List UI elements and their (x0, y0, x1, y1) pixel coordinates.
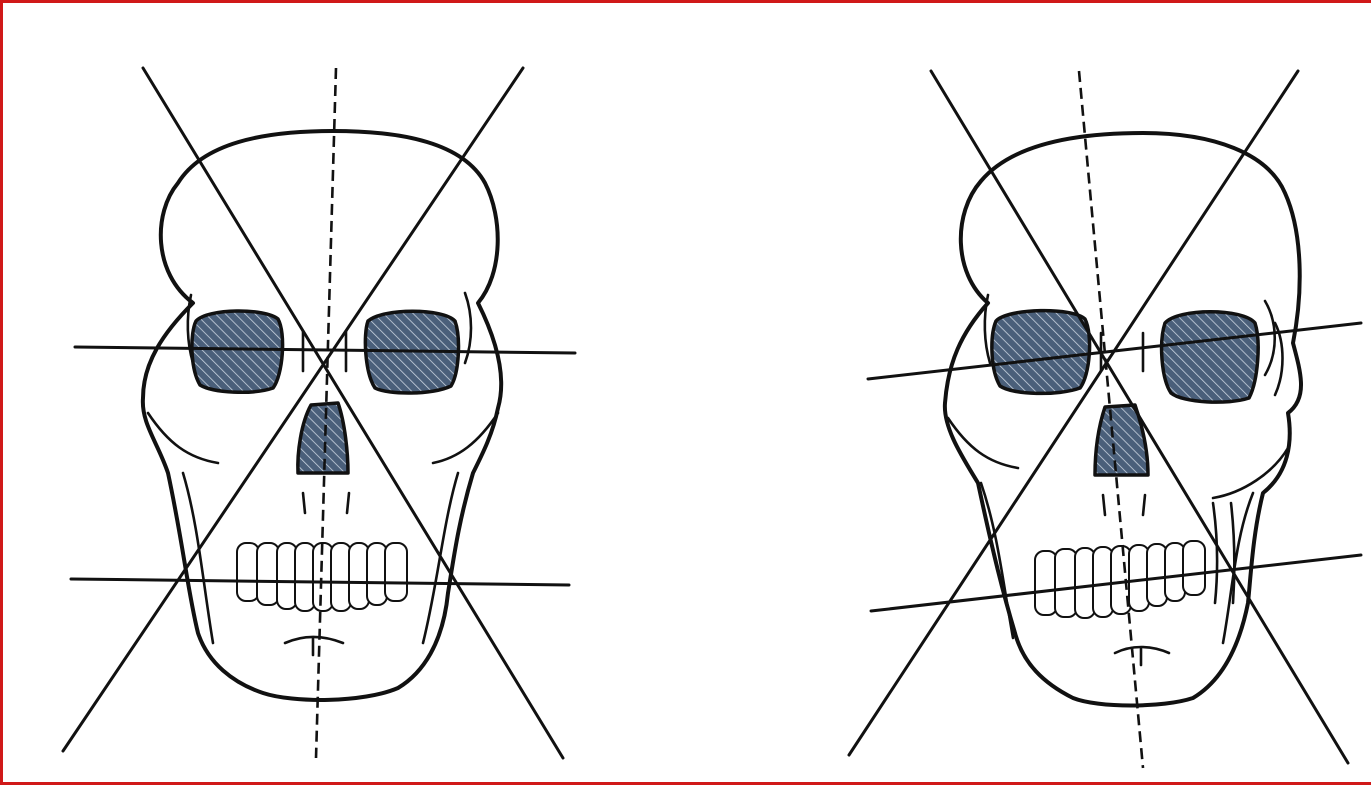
left-eye-socket (192, 311, 283, 392)
chin-mark (1115, 647, 1169, 665)
right-zygoma-line (1213, 448, 1288, 498)
chin-mark (285, 637, 343, 655)
diagonal-guide-line (63, 68, 523, 751)
maxilla-marks (1103, 495, 1145, 515)
left-zygoma-line (148, 413, 218, 463)
left-eye-socket (992, 311, 1090, 394)
diagonal-guide-line (143, 68, 563, 758)
diagonal-guide-line (931, 71, 1348, 763)
right-cheek-line (1265, 301, 1275, 375)
eye-level-line (75, 347, 575, 353)
left-zygoma-line (948, 418, 1018, 468)
symmetric-skull-panel (63, 68, 575, 758)
skull-symmetry-diagram (3, 3, 1371, 788)
teeth-row (1035, 541, 1205, 618)
eye-level-line (868, 323, 1361, 379)
left-cheek-line (985, 295, 990, 363)
left-jaw-line (183, 473, 213, 643)
maxilla-marks (303, 493, 349, 513)
right-eye-socket (1162, 312, 1258, 402)
asymmetric-skull-panel (849, 71, 1361, 768)
nasal-cavity (298, 403, 348, 473)
